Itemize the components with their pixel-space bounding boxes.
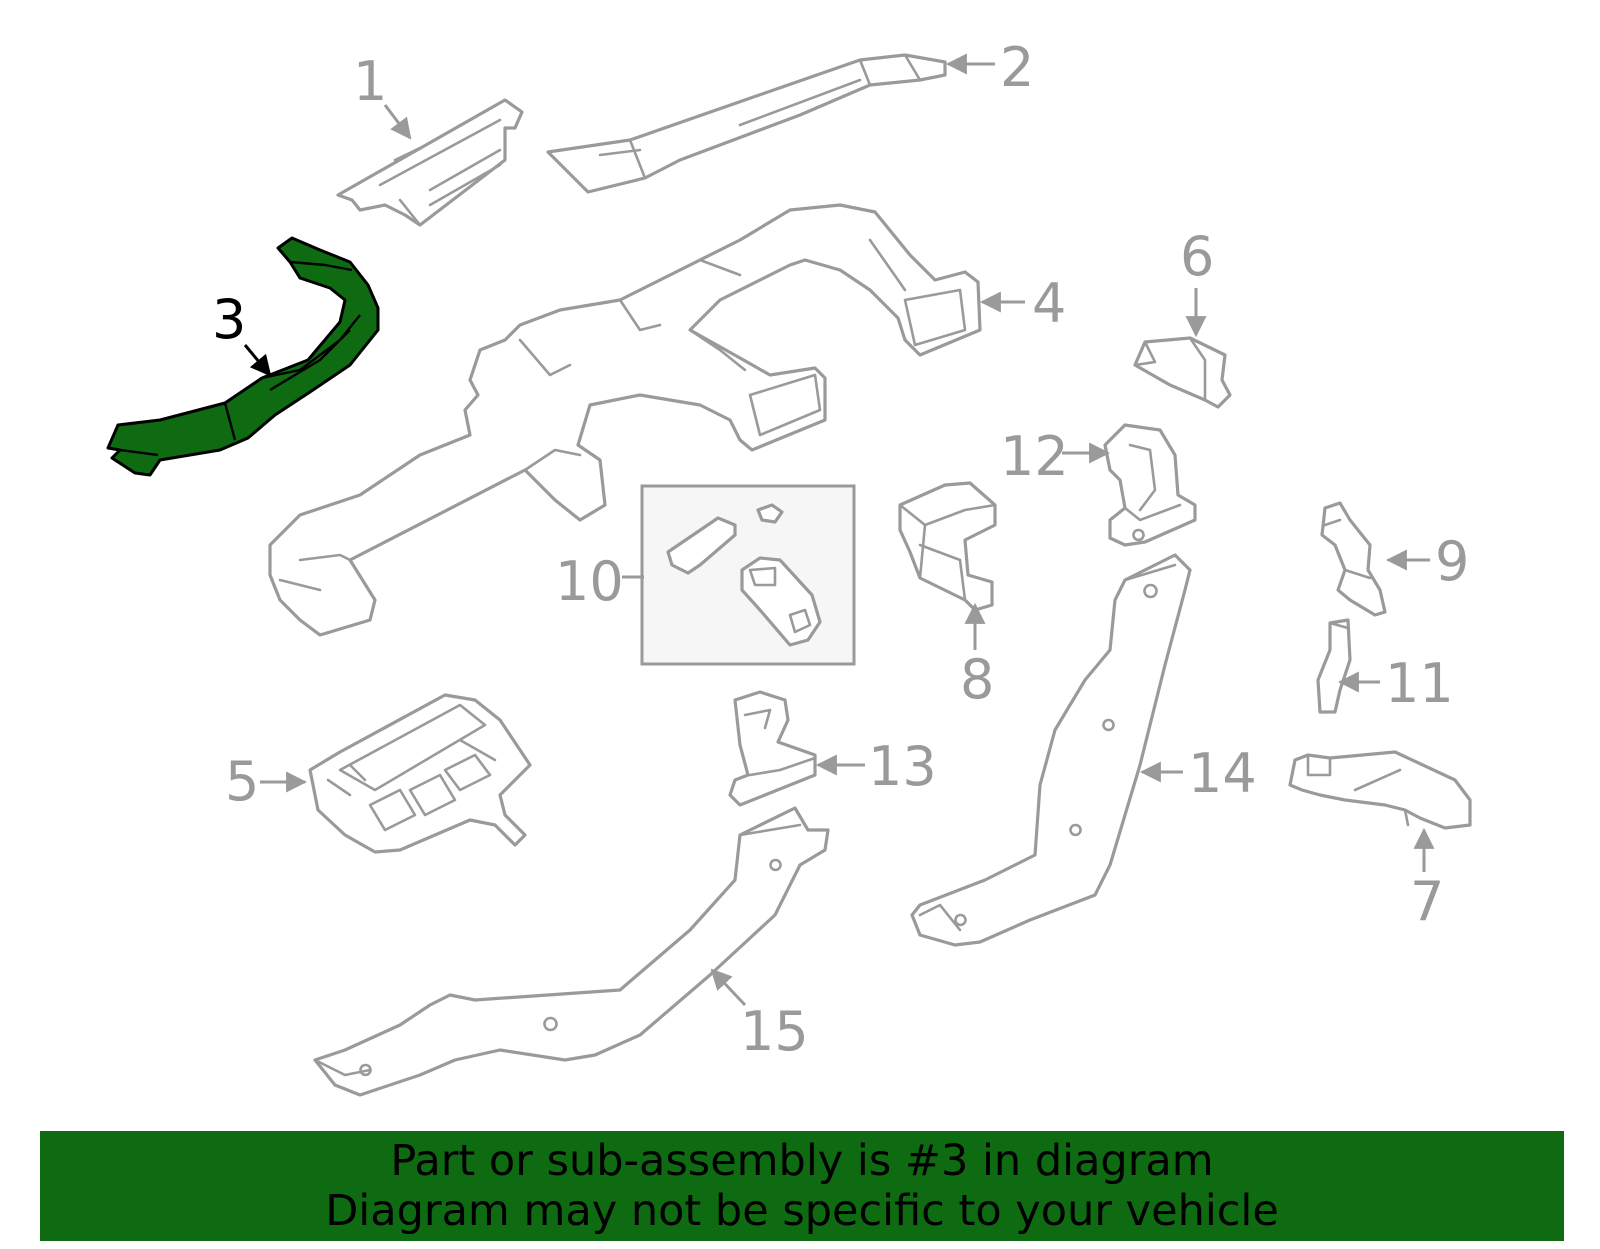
part-4-central-duct-assembly[interactable] — [268, 203, 982, 637]
svg-text:4: 4 — [1032, 272, 1066, 335]
callout-3: 3 — [212, 288, 272, 377]
part-3-curved-duct-highlighted[interactable] — [106, 236, 380, 477]
svg-text:5: 5 — [225, 750, 259, 813]
svg-text:1: 1 — [353, 50, 387, 113]
callout-10: 10 — [555, 550, 644, 613]
part-11-small-pipe[interactable] — [1316, 618, 1352, 714]
part-12-bracket-mount[interactable] — [1103, 423, 1197, 547]
callout-11: 11 — [1337, 652, 1454, 715]
callout-8: 8 — [960, 602, 994, 711]
svg-text:13: 13 — [868, 735, 937, 798]
parts-diagram: 1 2 3 4 5 6 7 8 9 10 11 12 — [106, 36, 1472, 1097]
part-6-clip[interactable] — [1133, 336, 1232, 409]
svg-text:14: 14 — [1188, 742, 1257, 805]
part-14-vertical-duct[interactable] — [910, 553, 1192, 947]
svg-text:11: 11 — [1385, 652, 1454, 715]
part-5-floor-panel[interactable] — [308, 693, 532, 854]
svg-text:8: 8 — [960, 648, 994, 711]
callout-12: 12 — [1000, 425, 1111, 488]
callout-14: 14 — [1139, 742, 1257, 805]
part-2-upper-duct[interactable] — [546, 53, 947, 194]
callout-13: 13 — [815, 735, 937, 798]
svg-text:6: 6 — [1180, 225, 1214, 288]
callout-5: 5 — [225, 750, 308, 813]
part-10-kit-box[interactable] — [640, 484, 856, 666]
part-15-lower-duct[interactable] — [313, 806, 830, 1097]
part-13-vent-elbow[interactable] — [728, 690, 817, 807]
svg-text:12: 12 — [1000, 425, 1069, 488]
part-8-outlet-bracket[interactable] — [898, 481, 997, 612]
callout-9: 9 — [1385, 530, 1469, 593]
part-9-small-duct[interactable] — [1320, 501, 1387, 617]
part-7-rear-duct[interactable] — [1288, 750, 1472, 830]
svg-text:9: 9 — [1435, 530, 1469, 593]
svg-text:7: 7 — [1410, 870, 1444, 933]
callout-1: 1 — [353, 50, 412, 140]
svg-text:15: 15 — [740, 1000, 809, 1063]
callout-7: 7 — [1410, 827, 1444, 933]
banner-line-1: Part or sub-assembly is #3 in diagram — [390, 1136, 1214, 1186]
part-1-vent-bracket[interactable] — [336, 98, 524, 227]
callout-6: 6 — [1180, 225, 1214, 338]
svg-text:10: 10 — [555, 550, 624, 613]
svg-text:3: 3 — [212, 288, 246, 351]
banner-line-2: Diagram may not be specific to your vehi… — [325, 1186, 1279, 1236]
callout-2: 2 — [945, 36, 1034, 99]
svg-text:2: 2 — [1000, 36, 1034, 99]
info-banner: Part or sub-assembly is #3 in diagram Di… — [40, 1131, 1564, 1241]
callout-15: 15 — [710, 968, 809, 1063]
callout-4: 4 — [979, 272, 1066, 335]
